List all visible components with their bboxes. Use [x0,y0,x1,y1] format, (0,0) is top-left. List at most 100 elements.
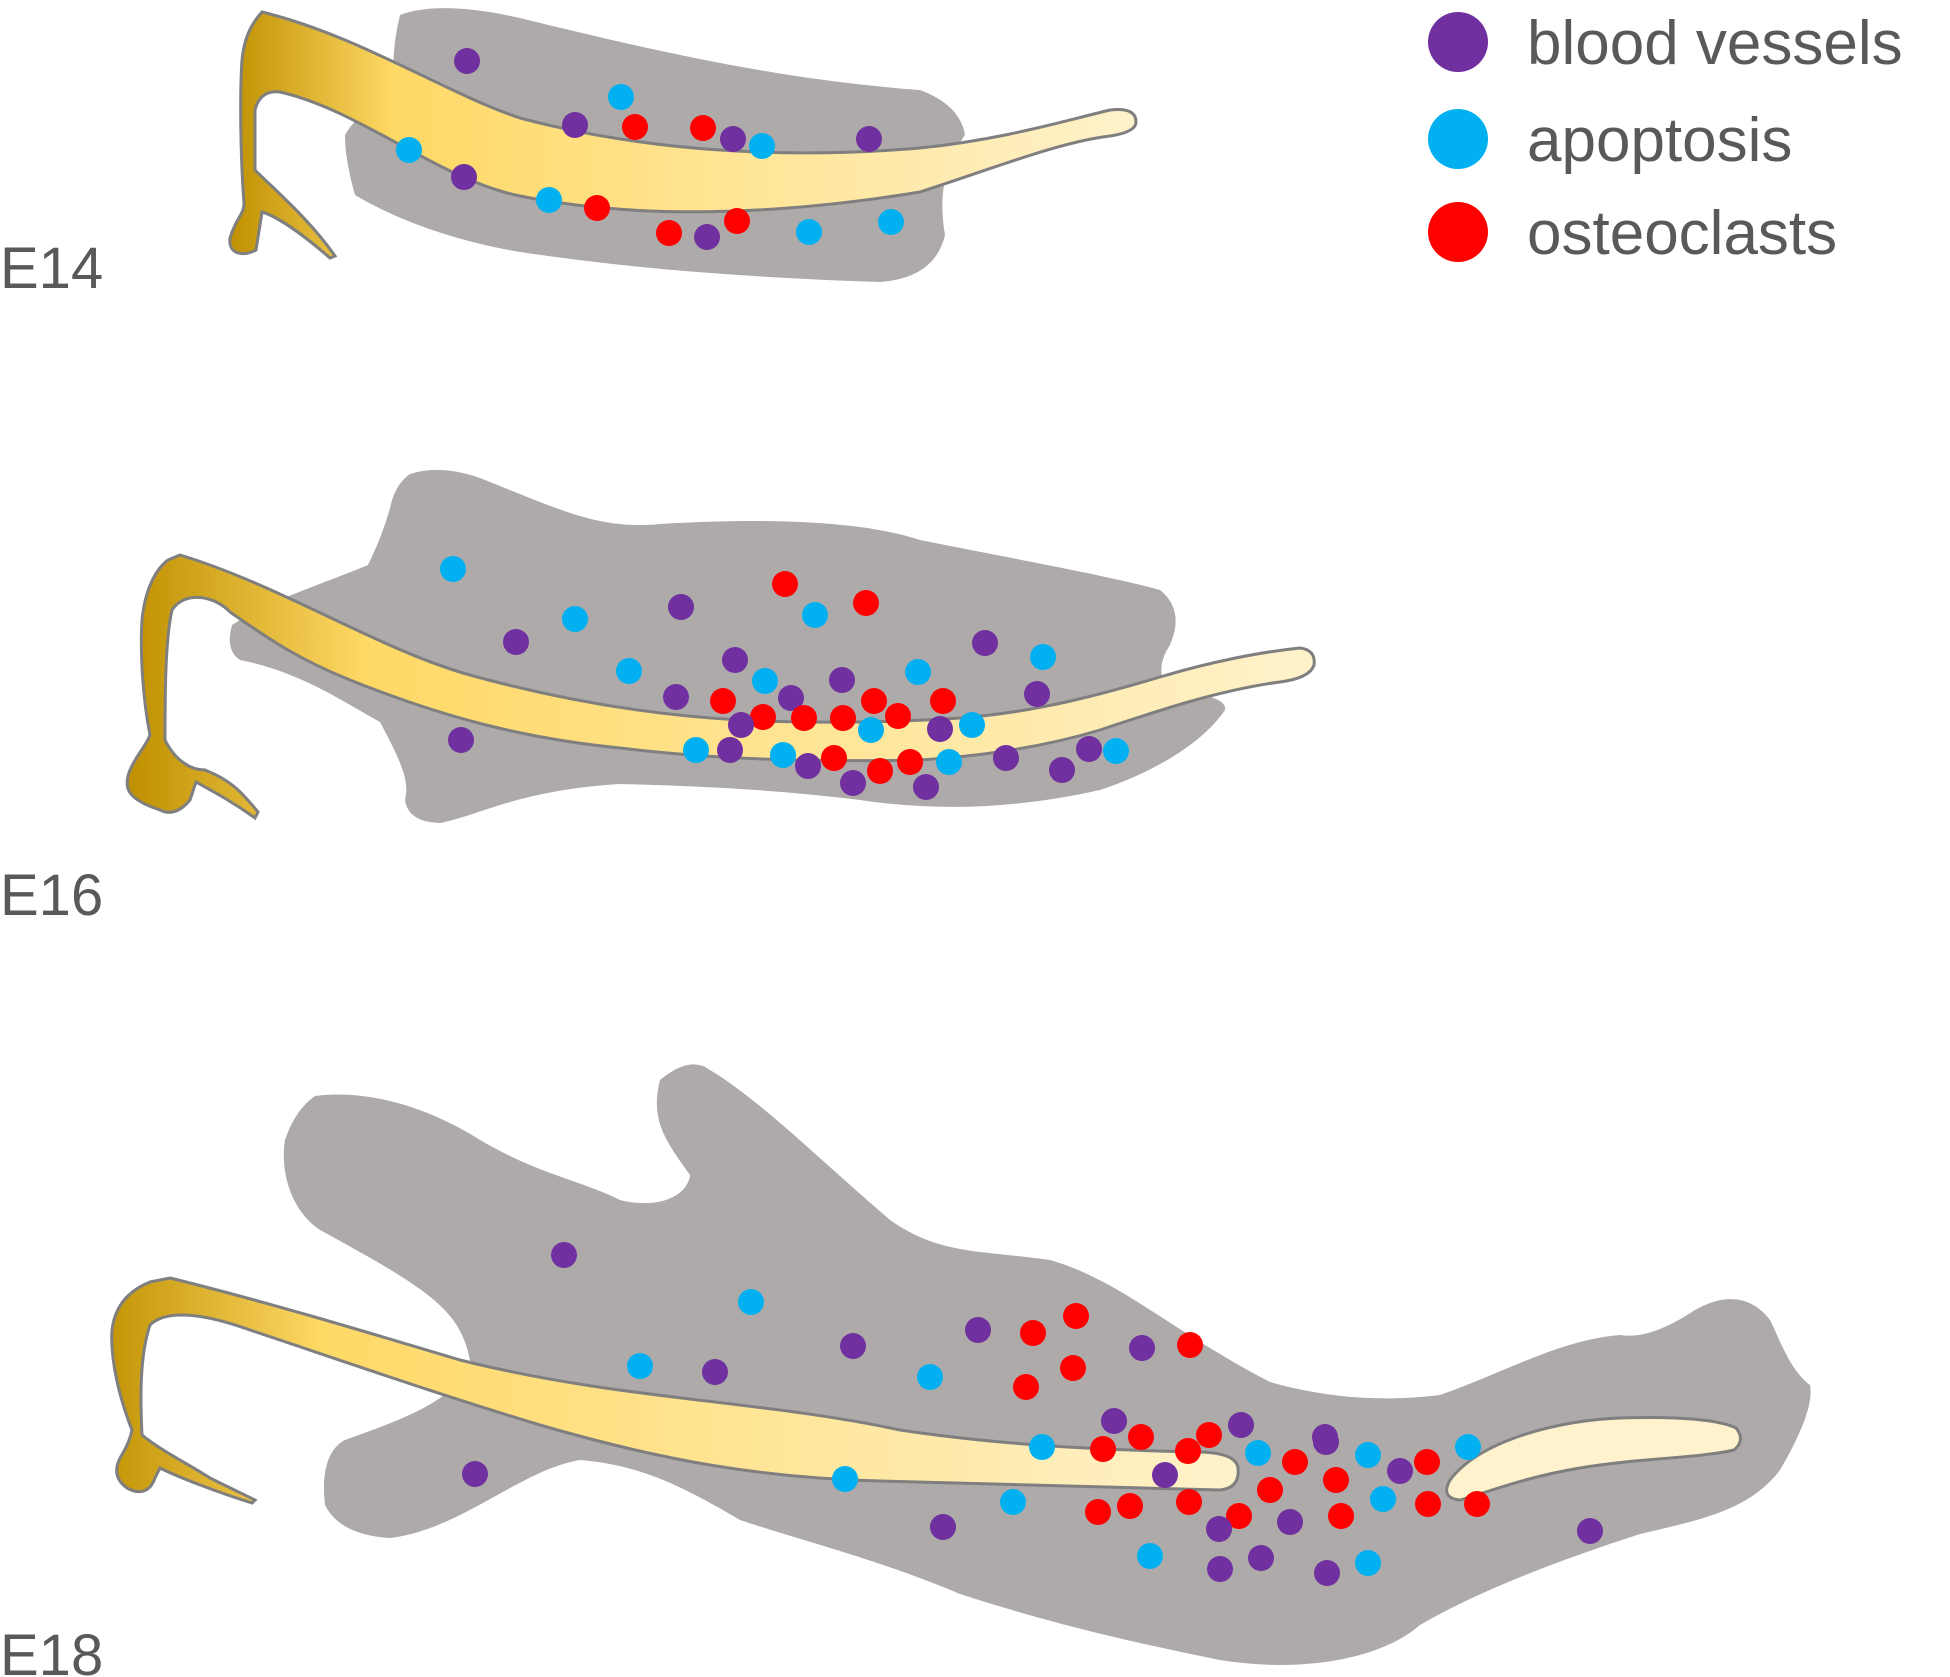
apoptosis-marker [1370,1486,1396,1512]
apoptosis-swatch [1428,109,1488,169]
apoptosis-marker [440,556,466,582]
apoptosis-marker [959,712,985,738]
apoptosis-marker [608,84,634,110]
osteoclast-marker [1175,1438,1201,1464]
osteoclast-marker [1257,1477,1283,1503]
blood-vessel-marker [1152,1462,1178,1488]
osteoclast-marker [1013,1374,1039,1400]
legend: blood vessels apoptosis osteoclasts [1428,9,1903,268]
apoptosis-marker [1000,1489,1026,1515]
blood-vessel-marker [462,1461,488,1487]
apoptosis-marker [749,133,775,159]
osteoclast-marker [930,688,956,714]
osteoclast-marker [724,208,750,234]
blood-vessel-marker [551,1242,577,1268]
blood-vessel-marker [454,48,480,74]
osteoclast-marker [1128,1424,1154,1450]
e14-markers [396,48,904,250]
apoptosis-marker [1355,1442,1381,1468]
blood-vessel-marker [720,126,746,152]
osteoclast-marker [1063,1303,1089,1329]
osteoclast-marker [1328,1503,1354,1529]
blood-vessel-marker [1387,1458,1413,1484]
blood-vessel-marker [1049,757,1075,783]
e14-stage-label: E14 [0,236,103,301]
osteoclast-marker [1020,1320,1046,1346]
blood-vessel-marker [1314,1560,1340,1586]
apoptosis-marker [752,668,778,694]
apoptosis-marker [683,737,709,763]
legend-item-blood-vessels: blood vessels [1428,9,1903,78]
e16-stage-label: E16 [0,863,103,928]
blood-vessel-marker [503,629,529,655]
osteoclast-marker [1226,1503,1252,1529]
legend-item-osteoclasts: osteoclasts [1428,199,1837,268]
blood-vessel-marker [1076,736,1102,762]
apoptosis-marker [1030,644,1056,670]
blood-vessel-marker [668,594,694,620]
blood-vessel-marker [927,716,953,742]
apoptosis-marker [1455,1434,1481,1460]
osteoclast-marker [1282,1449,1308,1475]
blood-vessel-marker [840,1333,866,1359]
apoptosis-marker [627,1353,653,1379]
apoptosis-marker [562,606,588,632]
blood-vessel-marker [1024,681,1050,707]
apoptosis-marker [1103,738,1129,764]
blood-vessel-marker [702,1359,728,1385]
osteoclast-marker [584,195,610,221]
osteoclast-marker [1085,1499,1111,1525]
osteoclast-marker [867,758,893,784]
osteoclast-marker [791,705,817,731]
osteoclast-marker [1464,1491,1490,1517]
legend-item-apoptosis: apoptosis [1428,106,1792,175]
osteoclast-marker [861,688,887,714]
osteoclast-marker [1415,1491,1441,1517]
apoptosis-marker [802,602,828,628]
blood-vessel-marker [1129,1335,1155,1361]
osteoclast-marker [1060,1355,1086,1381]
blood-vessel-marker [840,770,866,796]
blood-vessel-marker [1277,1509,1303,1535]
apoptosis-marker [1355,1550,1381,1576]
e16-markers [440,556,1129,800]
apoptosis-marker [858,717,884,743]
e18-markers [462,1242,1603,1586]
osteoclast-marker [897,749,923,775]
apoptosis-marker [878,209,904,235]
blood-vessel-marker [562,112,588,138]
blood-vessel-marker [663,684,689,710]
osteoclast-marker [656,220,682,246]
osteoclast-marker [1196,1422,1222,1448]
blood-vessel-marker [972,630,998,656]
blood-vessel-marker [1248,1545,1274,1571]
blood-vessel-marker [778,685,804,711]
osteoclast-marker [1117,1493,1143,1519]
blood-vessel-marker [1207,1556,1233,1582]
blood-vessel-marker [1577,1518,1603,1544]
blood-vessel-marker [856,126,882,152]
osteoclast-marker [710,688,736,714]
blood-vessels-swatch [1428,12,1488,72]
osteoclast-marker [853,590,879,616]
apoptosis-marker [1245,1440,1271,1466]
osteoclast-marker [885,703,911,729]
osteoclast-marker [1090,1436,1116,1462]
blood-vessel-marker [722,647,748,673]
blood-vessel-marker [795,753,821,779]
blood-vessel-marker [930,1514,956,1540]
blood-vessel-marker [1228,1412,1254,1438]
blood-vessel-marker [694,224,720,250]
e14-meckels-cartilage [228,10,1138,260]
apoptosis-marker [536,187,562,213]
e18-stage-label: E18 [0,1623,103,1677]
blood-vessel-marker [1206,1516,1232,1542]
osteoclast-marker [1323,1467,1349,1493]
blood-vessel-marker [717,737,743,763]
legend-label-osteoclasts: osteoclasts [1527,199,1837,268]
osteoclast-marker [772,571,798,597]
blood-vessel-marker [728,712,754,738]
stage-e18: E18 [0,1064,1811,1677]
osteoclast-marker [821,745,847,771]
